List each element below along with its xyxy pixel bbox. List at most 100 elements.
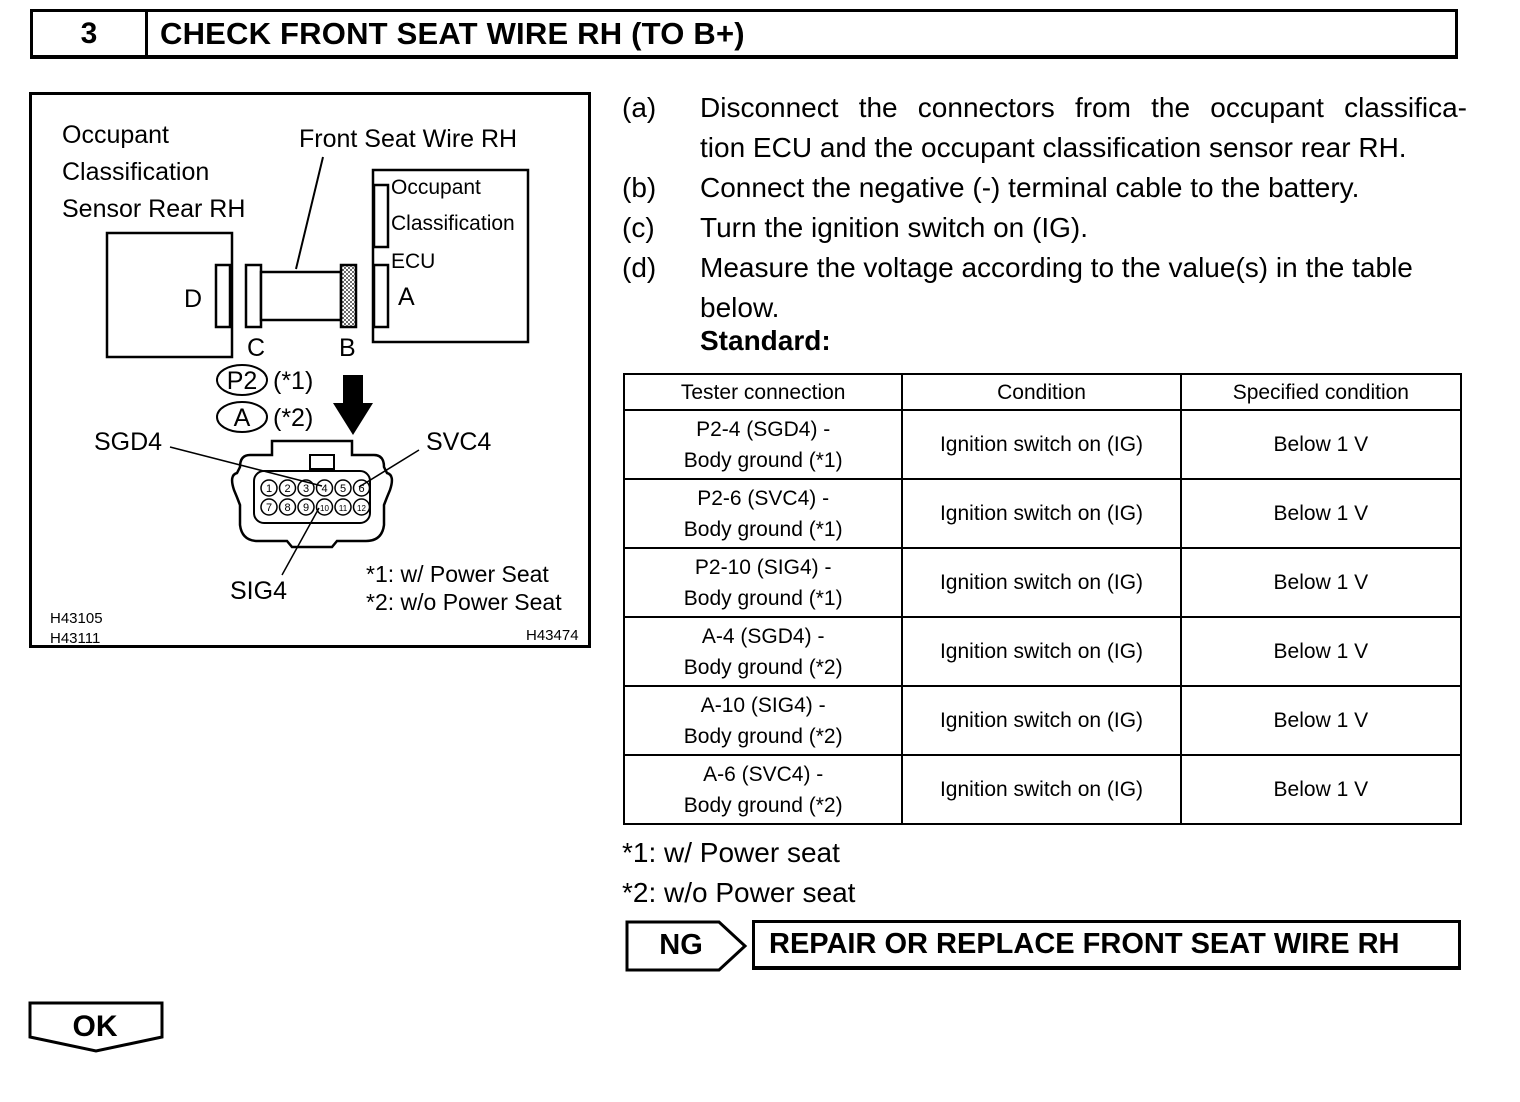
pin-number: 1 [266,483,272,495]
step-letter: (a) [622,92,657,123]
wire-leader-line [295,156,324,270]
pin-number: 3 [303,483,309,495]
figure-code-2: H43111 [50,630,100,645]
spec-cell: Below 1 V [1179,478,1463,549]
pin-number: 6 [358,483,364,495]
header-specified-condition: Specified condition [1179,373,1463,411]
connector-d-label: D [184,285,202,313]
table-row: A-6 (SVC4) -Body ground (*2) Ignition sw… [622,754,1463,825]
tester-connection-cell: A-10 (SIG4) -Body ground (*2) [622,685,904,756]
pin-number: 7 [266,502,272,514]
diagram-svg: Occupant Classification Sensor Rear RH F… [50,121,579,645]
condition-cell: Ignition switch on (IG) [901,685,1182,756]
step-d: (d) Measure the voltage according to the… [622,248,1467,328]
connector-c-shape [244,263,263,329]
sensor-label-line3: Sensor Rear RH [62,195,245,223]
step-b-text: Connect the negative (-) terminal cable … [700,172,1360,203]
step-d-text-1: Measure the voltage according to the val… [700,252,1413,283]
callout-a: A [234,404,251,432]
step-letter: (d) [622,252,657,283]
spec-cell: Below 1 V [1179,685,1463,756]
condition-cell: Ignition switch on (IG) [901,616,1182,687]
connector-a-shape [372,263,390,329]
instruction-steps: (a) Disconnect the connectors from the o… [622,88,1467,328]
spec-table: Tester connection Condition Specified co… [622,373,1463,825]
pin-circle [315,479,334,497]
pin-number: 4 [321,483,327,495]
pin-circle [278,498,297,516]
header-tester-connection: Tester connection [622,373,904,411]
table-row: P2-4 (SGD4) -Body ground (*1) Ignition s… [622,409,1463,480]
ng-label: NG [659,929,703,961]
pin-number: 9 [303,502,309,514]
callout-a-note: (*2) [273,404,313,432]
sensor-box [105,231,234,359]
ecu-upper-connector [372,183,390,249]
step-c: (c) Turn the ignition switch on (IG). [622,208,1467,248]
sensor-label-line1: Occupant [62,121,169,149]
table-row: A-10 (SIG4) -Body ground (*2) Ignition s… [622,685,1463,756]
connector-a-label: A [398,283,415,311]
step-a: (a) Disconnect the connectors from the o… [622,88,1467,168]
pin-number: 8 [284,502,290,514]
step-c-text: Turn the ignition switch on (IG). [700,212,1089,243]
step-header: 3 CHECK FRONT SEAT WIRE RH (TO B+) [30,9,1458,59]
sensor-label-line2: Classification [62,158,209,186]
condition-cell: Ignition switch on (IG) [901,754,1182,825]
pin-number: 12 [357,504,366,513]
connector-b-shape [339,263,358,329]
pin-circle [334,498,352,516]
table-row: A-4 (SGD4) -Body ground (*2) Ignition sw… [622,616,1463,687]
condition-cell: Ignition switch on (IG) [901,478,1182,549]
ecu-label-line3: ECU [391,250,435,273]
pin-circle [352,479,371,497]
ecu-box [371,168,530,344]
pin-circle [260,479,278,497]
spec-cell: Below 1 V [1179,754,1463,825]
pin-circle [260,498,278,516]
step-letter: (c) [622,212,655,243]
spec-cell: Below 1 V [1179,409,1463,480]
condition-cell: Ignition switch on (IG) [901,409,1182,480]
connector-b-label: B [339,334,356,362]
sgd4-leader [169,446,323,487]
pin-circle [315,498,334,516]
pin-circle [334,479,352,497]
table-note-1: *1: w/ Power seat [622,837,840,868]
pin-circle [352,498,371,516]
callout-a-ellipse [216,401,268,433]
sig4-leader [281,507,320,576]
svc4-leader [358,449,420,488]
step-letter: (b) [622,172,657,203]
pin-circle [297,479,315,497]
callout-p2-ellipse [216,364,268,396]
tester-connection-cell: A-4 (SGD4) -Body ground (*2) [622,616,904,687]
callout-p2: P2 [227,367,258,395]
table-note-2: *2: w/o Power seat [622,877,856,908]
header-condition: Condition [901,373,1182,411]
tester-connection-cell: P2-10 (SIG4) -Body ground (*1) [622,547,904,618]
wire-harness [259,270,343,322]
down-arrow-icon [333,375,373,435]
ecu-label-line1: Occupant [391,176,481,199]
pin-circle [278,479,297,497]
step-d-text-2: below. [700,292,780,323]
step-a-text-2: tion ECU and the occupant classification… [700,132,1407,163]
tester-connection-cell: P2-6 (SVC4) -Body ground (*1) [622,478,904,549]
figure-code-1: H43105 [50,610,103,627]
spec-cell: Below 1 V [1179,616,1463,687]
wire-label: Front Seat Wire RH [299,125,517,153]
connector-c-label: C [247,334,265,362]
pin-number: 2 [284,483,290,495]
ok-arrow-icon [28,1001,164,1053]
pin-number: 5 [340,483,346,495]
diagram-note-1: *1: w/ Power Seat [366,561,549,587]
condition-cell: Ignition switch on (IG) [901,547,1182,618]
tester-connection-cell: A-6 (SVC4) -Body ground (*2) [622,754,904,825]
ng-arrow-icon [625,920,748,972]
table-row: P2-10 (SIG4) -Body ground (*1) Ignition … [622,547,1463,618]
pin-number: 11 [339,504,348,513]
pin-label-sgd4: SGD4 [94,428,162,456]
step-number: 3 [33,12,148,55]
